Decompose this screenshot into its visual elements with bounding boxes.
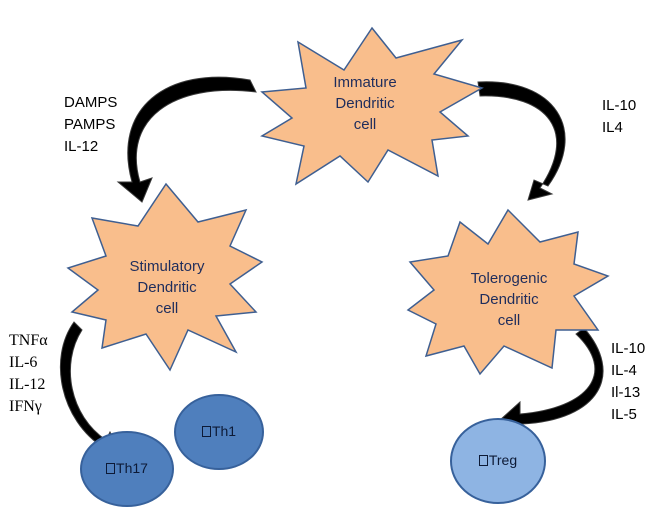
cytokine-item: IL-6 bbox=[9, 354, 38, 371]
cytokine-item: TNFα bbox=[9, 332, 48, 349]
th17-cell bbox=[80, 431, 174, 507]
arrow-immature-to-tolerogenic bbox=[477, 81, 566, 201]
cytokine-item: IL-4 bbox=[611, 362, 637, 379]
immature-line-2: Dendritic bbox=[335, 95, 395, 112]
th1-cell bbox=[174, 394, 264, 470]
stimulatory-line-2: Dendritic bbox=[137, 279, 197, 296]
th1-text: Th1 bbox=[211, 423, 237, 439]
stimulatory-inducers-list: DAMPS PAMPS IL-12 bbox=[64, 92, 117, 158]
cytokine-item: IL-12 bbox=[9, 376, 46, 393]
tolerogenic-line-1: Tolerogenic bbox=[470, 270, 548, 287]
stimulatory-cell-label: Stimulatory Dendritic cell bbox=[102, 256, 232, 319]
treg-text: Treg bbox=[488, 452, 518, 468]
cytokine-item: IL-10 bbox=[611, 340, 646, 357]
stimulatory-line-1: Stimulatory bbox=[129, 258, 205, 275]
cytokine-item: Il-13 bbox=[611, 384, 641, 401]
inducer-item: IL-10 bbox=[602, 97, 637, 114]
tolerogenic-dendritic-cell-shape bbox=[406, 208, 610, 376]
missing-glyph-icon bbox=[478, 455, 488, 466]
inducer-item: DAMPS bbox=[64, 94, 118, 111]
cytokine-item: IFNγ bbox=[9, 398, 42, 415]
arrow-immature-to-stimulatory bbox=[116, 76, 257, 203]
inducer-item: PAMPS bbox=[64, 116, 116, 133]
immature-cell-label: Immature Dendritic cell bbox=[300, 72, 430, 135]
missing-glyph-icon bbox=[201, 426, 211, 437]
stimulatory-cytokines-list: TNFα IL-6 IL-12 IFNγ bbox=[9, 330, 48, 418]
stimulatory-line-3: cell bbox=[155, 300, 179, 317]
tolerogenic-line-3: cell bbox=[497, 312, 521, 329]
immature-line-1: Immature bbox=[333, 74, 397, 91]
tolerogenic-line-2: Dendritic bbox=[479, 291, 539, 308]
treg-label: Treg bbox=[451, 452, 545, 468]
missing-glyph-icon bbox=[106, 463, 116, 474]
tolerogenic-cytokines-list: IL-10 IL-4 Il-13 IL-5 bbox=[611, 338, 645, 426]
inducer-item: IL-12 bbox=[64, 138, 99, 155]
cytokine-item: IL-5 bbox=[611, 406, 637, 423]
th17-text: Th17 bbox=[116, 460, 148, 476]
tolerogenic-inducers-list: IL-10 IL4 bbox=[602, 95, 636, 139]
th1-label: Th1 bbox=[175, 423, 263, 439]
tolerogenic-cell-label: Tolerogenic Dendritic cell bbox=[444, 268, 574, 331]
stimulatory-dendritic-cell-shape bbox=[66, 182, 264, 372]
treg-cell bbox=[450, 418, 546, 504]
immature-dendritic-cell-shape bbox=[260, 26, 484, 186]
inducer-item: IL4 bbox=[602, 119, 623, 136]
immature-line-3: cell bbox=[353, 116, 377, 133]
th17-label: Th17 bbox=[81, 460, 173, 476]
